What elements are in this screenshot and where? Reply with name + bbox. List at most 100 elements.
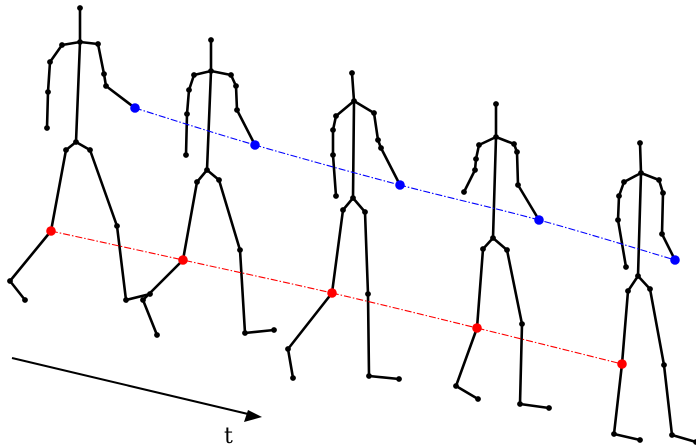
skeleton-joint — [635, 273, 641, 279]
skeleton-bone — [184, 112, 189, 157]
skeleton-joint — [228, 72, 234, 78]
skeleton-bone — [612, 432, 642, 442]
skeleton-bone — [494, 135, 516, 146]
skeleton-joint — [517, 401, 523, 407]
skeleton-joint — [637, 140, 643, 146]
skeleton-bone — [181, 180, 199, 262]
skeleton-joint — [453, 383, 459, 389]
skeleton-figures — [7, 5, 696, 445]
skeleton-joint — [511, 141, 517, 147]
skeleton-bone — [670, 433, 696, 444]
skeleton-joint — [233, 83, 239, 89]
skeleton-joint — [621, 179, 627, 185]
skeleton-bone — [477, 135, 498, 147]
skeleton-bone — [104, 84, 137, 110]
skeleton-bone — [205, 69, 213, 172]
skeleton-joint — [480, 246, 486, 252]
skeleton-bone — [330, 208, 345, 295]
skeleton-joint — [350, 195, 356, 201]
skeleton-bone — [192, 69, 213, 77]
skeleton-joint — [47, 59, 53, 65]
skeleton-bone — [234, 84, 239, 112]
time-axis-label: t — [224, 424, 233, 447]
skeleton-bone — [124, 292, 152, 302]
skeleton-bone — [626, 274, 640, 293]
skeleton-joint — [493, 101, 499, 107]
skeleton-joint — [154, 332, 160, 338]
skeleton-joint — [77, 39, 83, 45]
skeleton-bone — [141, 298, 159, 337]
skeleton-joint — [546, 405, 552, 411]
skeleton-bone — [636, 171, 643, 278]
wrist-joint-marker — [395, 180, 405, 190]
skeleton-joint — [63, 147, 69, 153]
skeleton-joint — [472, 167, 478, 173]
skeleton-joint — [378, 145, 384, 151]
skeleton-bone — [96, 42, 106, 76]
skeleton-bone — [367, 374, 401, 381]
skeleton-joint — [87, 147, 93, 153]
skeleton-joint — [44, 125, 50, 131]
skeleton-bone — [454, 326, 479, 388]
skeleton-joint — [45, 89, 51, 95]
skeleton-bone — [518, 402, 551, 410]
skeleton-bone — [612, 362, 624, 436]
skeleton-bone — [238, 248, 247, 335]
skeleton-bone — [622, 171, 643, 184]
skeleton-bone — [351, 196, 367, 214]
skeleton-joint — [237, 247, 243, 253]
skeleton-joint — [473, 156, 479, 162]
skeleton-bone — [660, 191, 665, 236]
skeleton-joint — [194, 179, 200, 185]
skeleton-joint — [514, 149, 520, 155]
skeleton-bone — [518, 322, 524, 406]
skeleton-joint — [184, 111, 190, 117]
skeleton-joint — [7, 278, 13, 284]
skeleton-bone — [49, 148, 68, 233]
skeleton-joint — [183, 152, 189, 158]
skeleton-bone — [636, 274, 652, 291]
skeleton-joint — [362, 209, 368, 215]
skeleton-bone — [454, 384, 480, 401]
skeleton-bone — [60, 40, 82, 47]
skeleton-joint — [330, 152, 336, 158]
skeleton-joint — [242, 330, 248, 336]
skeleton-joint — [330, 127, 336, 133]
knee-joint-marker — [46, 226, 56, 236]
skeleton-joint — [271, 327, 277, 333]
skeleton-figure-1 — [7, 5, 153, 303]
skeleton-joint — [615, 217, 621, 223]
skeleton-bone — [235, 108, 257, 147]
skeleton-joint — [59, 42, 65, 48]
skeleton-bone — [660, 232, 677, 262]
skeleton-joint — [208, 68, 214, 74]
wrist-joint-marker — [250, 140, 260, 150]
skeleton-joint — [333, 193, 339, 199]
skeleton-joint — [77, 5, 83, 11]
skeleton-joint — [656, 177, 662, 183]
skeleton-joint — [637, 437, 643, 443]
skeleton-bone — [46, 60, 52, 94]
skeleton-joint — [611, 431, 617, 437]
skeleton-bone — [334, 99, 356, 118]
skeleton-bone — [350, 71, 356, 103]
skeleton-bone — [351, 99, 356, 200]
wrist-joint-marker — [130, 103, 140, 113]
skeleton-bone — [286, 291, 334, 351]
skeleton-joint — [285, 346, 291, 352]
time-arrow-head — [244, 410, 262, 422]
wrist-joint-marker — [670, 255, 680, 265]
skeleton-bone — [115, 224, 128, 302]
skeleton-bone — [8, 279, 27, 302]
skeleton-bone — [48, 43, 64, 64]
skeleton-joint — [351, 98, 357, 104]
knee-joint-marker — [178, 255, 188, 265]
skeleton-bone — [45, 90, 50, 130]
skeleton-joint — [519, 321, 525, 327]
skeleton-joint — [490, 235, 496, 241]
skeleton-joint — [349, 70, 355, 76]
skeleton-bone — [515, 150, 520, 187]
skeleton-figure-4 — [453, 101, 552, 411]
wrist-joint-marker — [534, 215, 544, 225]
